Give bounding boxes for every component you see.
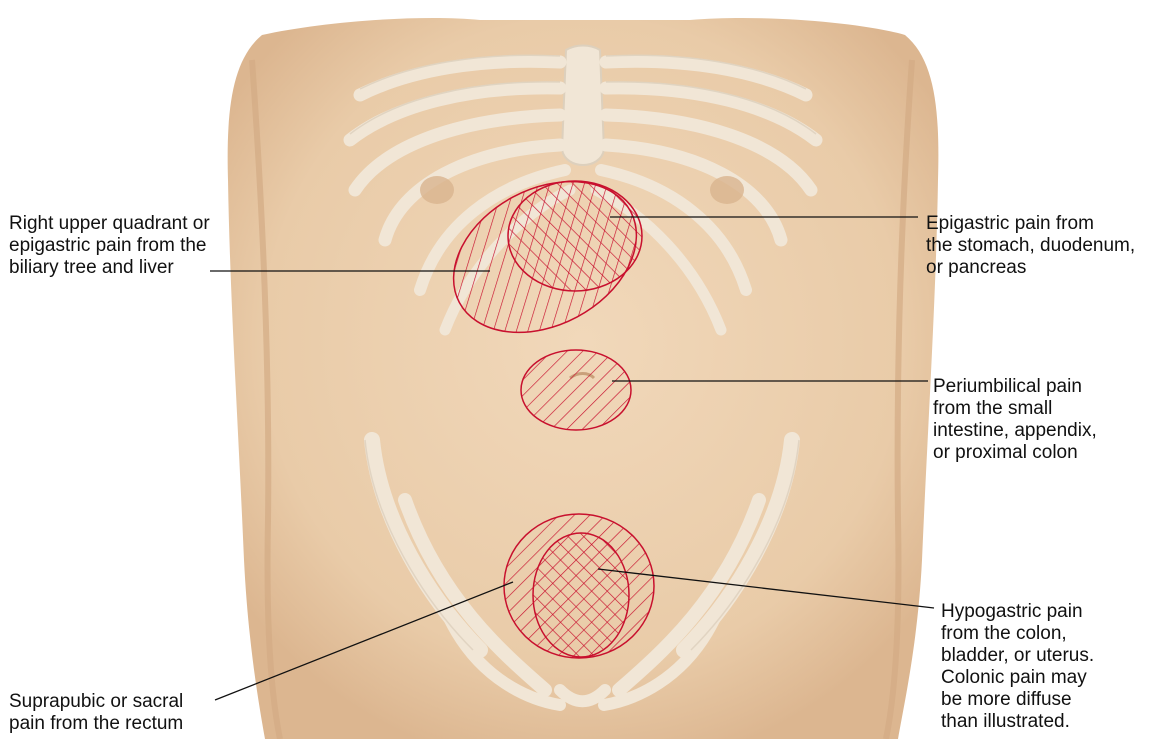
right-nipple (420, 176, 454, 204)
pain-region-epigastric (508, 181, 642, 291)
label-right-upper-quadrant: Right upper quadrant or epigastric pain … (9, 213, 249, 279)
label-hypogastric: Hypogastric pain from the colon, bladder… (941, 601, 1156, 733)
label-suprapubic: Suprapubic or sacral pain from the rectu… (9, 691, 249, 735)
pain-region-periumbilical (521, 350, 631, 430)
label-periumbilical: Periumbilical pain from the small intest… (933, 376, 1158, 464)
label-epigastric: Epigastric pain from the stomach, duoden… (926, 213, 1161, 279)
left-nipple (710, 176, 744, 204)
pain-region-hypogastric (533, 533, 629, 657)
sternum (562, 46, 604, 166)
